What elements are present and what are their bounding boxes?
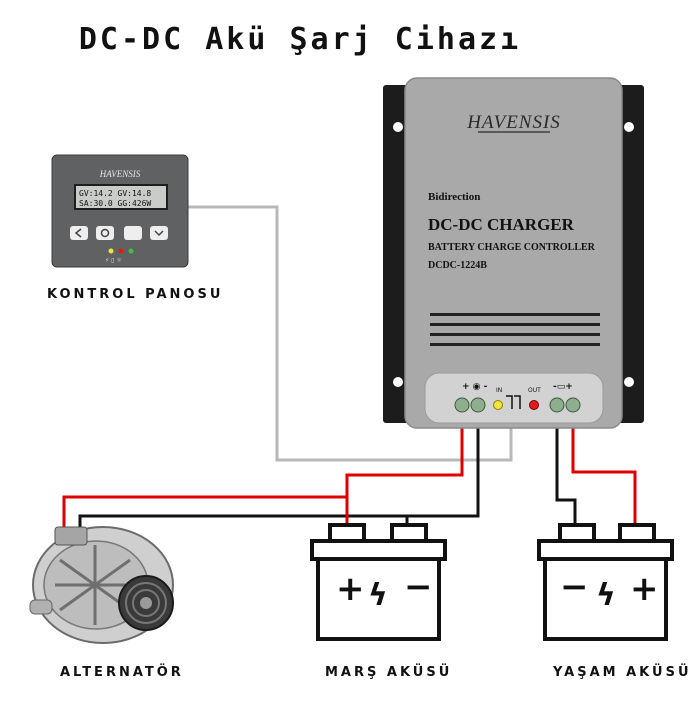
starter-battery-terminal-left xyxy=(328,523,366,543)
starter-battery-label: MARŞ AKÜSÜ xyxy=(325,665,453,680)
output-negative-wire xyxy=(555,420,577,525)
alternator-label: ALTERNATÖR xyxy=(60,665,184,680)
starter-battery-body xyxy=(316,557,441,641)
house-battery-label: YAŞAM AKÜSÜ xyxy=(553,665,692,680)
panel-led-yellow xyxy=(108,248,114,254)
in-indicator-label: IN xyxy=(496,387,502,394)
charger-line1: Bidirection xyxy=(428,191,480,203)
output-positive-wire xyxy=(571,420,637,525)
lcd-line-2: SA:30.0 GG:426W xyxy=(79,199,151,208)
charger-body xyxy=(405,78,622,428)
starter-battery-top xyxy=(310,539,447,561)
control-cable xyxy=(188,205,513,462)
diagram-title: DC-DC Akü Şarj Cihazı xyxy=(78,22,522,57)
panel-status-icons: ⚡ ▯ ☼ xyxy=(105,257,122,264)
panel-button-down[interactable] xyxy=(150,226,168,240)
alternator-mount-lug xyxy=(29,599,53,615)
output-negative-terminal[interactable] xyxy=(549,397,565,413)
house-battery-plus: + xyxy=(630,569,659,609)
circle-icon xyxy=(100,228,110,238)
panel-button-menu[interactable] xyxy=(124,226,142,240)
switch-symbol-icon xyxy=(506,395,521,409)
panel-button-left[interactable] xyxy=(70,226,88,240)
starter-battery-terminal-right xyxy=(390,523,428,543)
house-battery-terminal-left xyxy=(558,523,596,543)
alternator xyxy=(29,526,174,644)
house-battery-terminal-right xyxy=(618,523,656,543)
output-terminals: -▭+ xyxy=(549,382,581,413)
input-negative-wire xyxy=(405,420,480,525)
input-positive-wire xyxy=(62,420,464,530)
starter-battery-plus: + xyxy=(336,569,365,609)
svg-text:+ ◉ -: + ◉ - xyxy=(462,382,488,392)
lcd-screen xyxy=(74,184,168,210)
house-battery-minus: − xyxy=(560,567,589,607)
house-battery-icon: − ϟ + xyxy=(537,523,674,641)
in-led xyxy=(493,400,503,410)
input-terminals: + ◉ - xyxy=(454,382,488,413)
charger-line3: BATTERY CHARGE CONTROLLER xyxy=(428,242,596,253)
house-battery-top xyxy=(537,539,674,561)
starter-battery-bolt-icon: ϟ xyxy=(368,578,388,613)
panel-led-red xyxy=(118,248,124,254)
house-battery-body xyxy=(543,557,668,641)
starter-battery-minus: − xyxy=(404,567,433,607)
charger-line2: DC-DC CHARGER xyxy=(428,215,575,234)
panel-led-green xyxy=(128,248,134,254)
input-positive-terminal[interactable] xyxy=(454,397,470,413)
control-panel-label: KONTROL PANOSU xyxy=(47,287,224,302)
starter-battery-icon: + ϟ − xyxy=(310,523,447,641)
output-positive-terminal[interactable] xyxy=(565,397,581,413)
vent-stripes xyxy=(430,313,600,346)
lcd-line-1: GV:14.2 GV:14.8 xyxy=(79,189,151,198)
out-led xyxy=(529,400,539,410)
panel-brand-logo: HAVENSIS xyxy=(99,169,141,179)
input-negative-terminal[interactable] xyxy=(470,397,486,413)
control-panel: HAVENSIS GV:14.2 GV:14.8 SA:30.0 GG:426W… xyxy=(51,154,189,268)
alternator-terminal-block xyxy=(54,526,88,546)
chevron-down-icon xyxy=(154,230,164,237)
charger-model: DCDC-1224B xyxy=(428,260,487,271)
panel-button-ok[interactable] xyxy=(96,226,114,240)
house-battery-bolt-icon: ϟ xyxy=(596,578,616,613)
charger-brand-logo: HAVENSIS xyxy=(466,112,561,133)
chevron-left-icon xyxy=(74,228,82,238)
svg-text:-▭+: -▭+ xyxy=(553,382,573,392)
terminal-panel xyxy=(424,372,604,424)
out-indicator-label: OUT xyxy=(528,387,541,394)
dc-dc-charger: HAVENSIS Bidirection DC-DC CHARGER BATTE… xyxy=(383,77,644,429)
